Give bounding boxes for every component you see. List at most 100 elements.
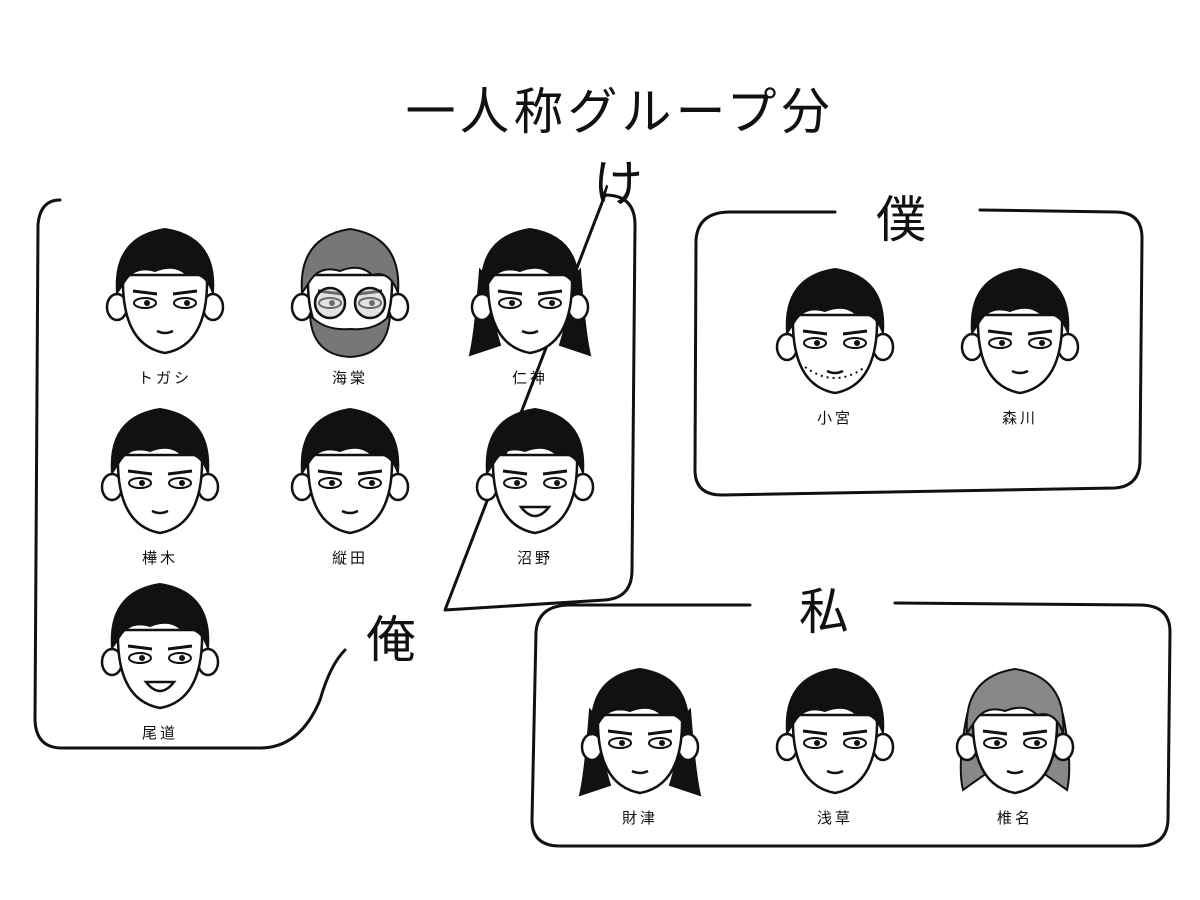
mouth <box>518 505 552 518</box>
character-portrait <box>468 227 592 357</box>
character-ore-4: 縦田 <box>275 395 425 568</box>
hair <box>480 227 580 296</box>
face <box>486 273 574 355</box>
pupil-right <box>179 480 185 486</box>
hair <box>785 267 885 336</box>
character-boku-1: 森川 <box>945 255 1095 428</box>
character-ore-5: 沼野 <box>460 395 610 568</box>
brow-left <box>127 644 153 651</box>
brow-left <box>502 469 528 476</box>
character-portrait <box>105 227 225 355</box>
face <box>491 453 579 535</box>
brow-right <box>842 729 868 736</box>
character-name: 財津 <box>621 809 658 827</box>
pupil-left <box>999 340 1005 346</box>
group-label-watashi: 私 <box>785 572 863 644</box>
hair <box>110 582 210 651</box>
character-portrait <box>290 227 410 359</box>
page-title: 一人称グループ分け <box>405 83 835 213</box>
face <box>976 313 1064 395</box>
face <box>596 713 684 795</box>
character-name: 椎名 <box>996 809 1033 827</box>
pupil-right <box>549 300 555 306</box>
brow-left <box>607 729 633 736</box>
character-watashi-0: 財津 <box>565 655 715 828</box>
face <box>121 273 209 355</box>
character-ore-3: 樺木 <box>85 395 235 568</box>
character-ore-2: 仁神 <box>455 215 605 388</box>
pupil-left <box>139 480 145 486</box>
pupil-right <box>369 480 375 486</box>
pupil-left <box>514 480 520 486</box>
mouth <box>151 509 169 515</box>
hair <box>300 407 400 476</box>
face <box>116 628 204 710</box>
character-portrait <box>955 667 1075 795</box>
pupil-right <box>854 340 860 346</box>
group-label-boku: 僕 <box>862 180 940 252</box>
character-ore-6: 尾道 <box>85 570 235 743</box>
brow-right <box>647 729 673 736</box>
brow-right <box>542 469 568 476</box>
mouth <box>521 329 539 335</box>
brow-right <box>167 644 193 651</box>
brow-right <box>537 289 563 296</box>
character-name: 縦田 <box>331 549 368 567</box>
character-portrait <box>578 667 702 797</box>
brow-left <box>132 289 158 296</box>
character-portrait <box>100 407 220 535</box>
mouth <box>1006 769 1024 775</box>
brow-left <box>987 329 1013 336</box>
character-portrait <box>775 267 895 395</box>
frame-watashi <box>530 601 1172 848</box>
pupil-left <box>814 340 820 346</box>
face <box>791 713 879 795</box>
hair <box>485 407 585 476</box>
mouth <box>143 680 177 693</box>
character-name: トガシ <box>137 369 192 387</box>
brow-left <box>982 729 1008 736</box>
brow-left <box>317 469 343 476</box>
pupil-right <box>659 740 665 746</box>
mouth <box>826 369 844 375</box>
face <box>791 313 879 395</box>
mouth <box>156 329 174 335</box>
character-portrait <box>475 407 595 535</box>
brow-right <box>167 469 193 476</box>
character-portrait <box>100 582 220 710</box>
brow-left <box>127 469 153 476</box>
hair <box>965 667 1065 736</box>
frame-ore <box>33 193 637 750</box>
pupil-right <box>1034 740 1040 746</box>
character-name: 森川 <box>1001 409 1038 427</box>
pupil-left <box>814 740 820 746</box>
brow-right <box>842 329 868 336</box>
character-ore-0: トガシ <box>90 215 240 388</box>
character-name: 海棠 <box>331 369 368 387</box>
glasses-left <box>313 286 347 320</box>
hair <box>785 667 885 736</box>
beard <box>308 312 392 359</box>
mouth <box>341 509 359 515</box>
face <box>971 713 1059 795</box>
brow-left <box>497 289 523 296</box>
mouth <box>826 769 844 775</box>
character-portrait <box>960 267 1080 395</box>
pupil-right <box>179 655 185 661</box>
character-ore-1: 海棠 <box>275 215 425 388</box>
face <box>116 453 204 535</box>
pupil-left <box>144 300 150 306</box>
glasses-right <box>353 286 387 320</box>
character-portrait <box>775 667 895 795</box>
pupil-right <box>184 300 190 306</box>
character-watashi-2: 椎名 <box>940 655 1090 828</box>
character-portrait <box>290 407 410 535</box>
brow-left <box>802 329 828 336</box>
brow-left <box>802 729 828 736</box>
character-name: 小宮 <box>816 409 853 427</box>
character-name: 樺木 <box>141 549 178 567</box>
pupil-left <box>994 740 1000 746</box>
pupil-right <box>1039 340 1045 346</box>
character-name: 尾道 <box>141 724 178 742</box>
brow-right <box>1022 729 1048 736</box>
